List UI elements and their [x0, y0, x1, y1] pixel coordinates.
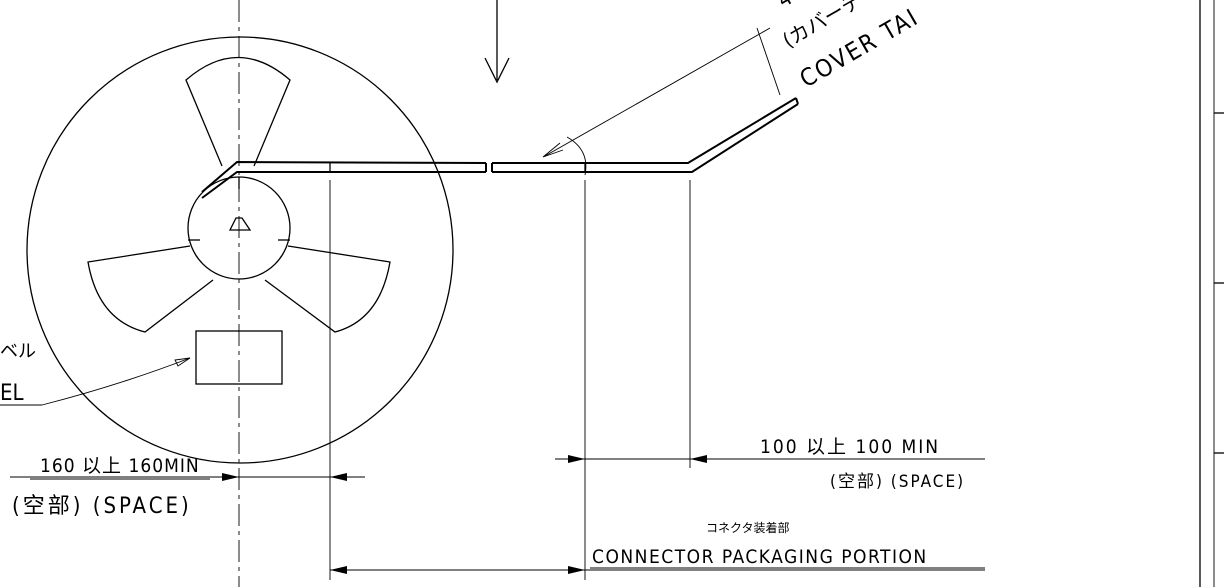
cover-tape-dimension	[542, 27, 781, 176]
dim-left-label: 160 以上 160MIN	[40, 455, 200, 477]
reel-label-box	[195, 330, 283, 385]
dim-160-line	[10, 473, 365, 481]
carrier-tape	[201, 97, 799, 199]
reel-outer-circle	[26, 36, 454, 464]
reel-windows	[87, 56, 391, 333]
space-right-label: (空部) (SPACE)	[830, 472, 965, 492]
cover-tape-dim-partial: 4	[774, 0, 797, 13]
connector-en-label: CONNECTOR PACKAGING PORTION	[592, 546, 928, 568]
label-jp-partial: ベル	[0, 341, 36, 362]
extension-lines	[329, 180, 691, 580]
feed-direction-arrow	[484, 0, 510, 84]
connector-jp-label: コネクタ装着部	[706, 520, 790, 535]
connector-dim-line	[330, 566, 985, 574]
dim-100-line	[555, 455, 985, 463]
label-leader	[0, 357, 191, 406]
dim-right-label: 100 以上 100 MIN	[760, 436, 940, 458]
spindle-icon	[228, 217, 252, 231]
space-left-label: (空部) (SPACE)	[12, 494, 192, 519]
label-en-partial: EL	[0, 381, 24, 406]
title-block-frame	[1199, 0, 1224, 587]
